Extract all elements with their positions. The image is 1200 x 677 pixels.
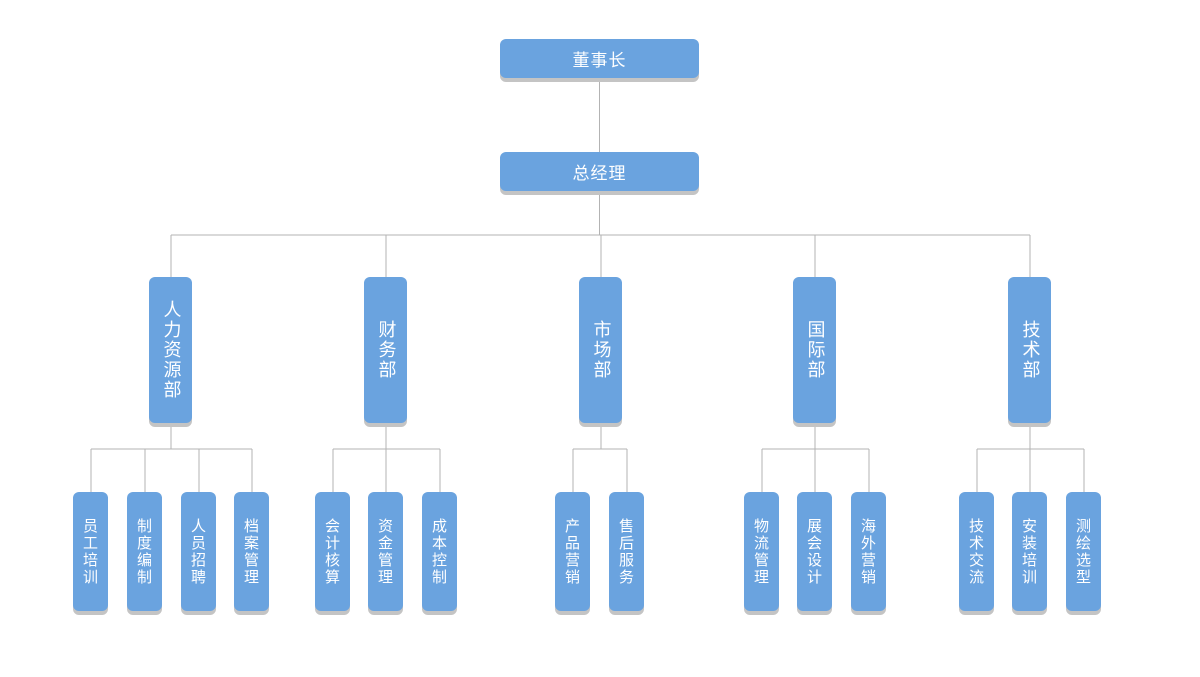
sub-unit-label: 测绘选型 [1074, 517, 1092, 586]
sub-unit-label: 人员招聘 [189, 517, 207, 586]
sub-unit-box: 成本控制 [422, 492, 457, 611]
sub-unit-label: 会计核算 [323, 517, 341, 586]
sub-unit-box: 制度编制 [127, 492, 162, 611]
sub-unit-box: 测绘选型 [1066, 492, 1101, 611]
sub-unit-box: 安装培训 [1012, 492, 1047, 611]
general-manager-box: 总经理 [500, 152, 699, 191]
sub-unit-label: 制度编制 [135, 517, 153, 586]
sub-unit-label: 产品营销 [563, 517, 581, 586]
dept-label: 人力资源部 [160, 300, 182, 400]
general-manager-label: 总经理 [572, 164, 627, 184]
sub-unit-label: 售后服务 [617, 517, 635, 586]
dept-box: 国际部 [793, 277, 836, 423]
dept-box: 人力资源部 [149, 277, 192, 423]
sub-unit-label: 员工培训 [81, 517, 99, 586]
chairman-label: 董事长 [572, 51, 627, 71]
sub-unit-box: 物流管理 [744, 492, 779, 611]
sub-unit-box: 档案管理 [234, 492, 269, 611]
sub-unit-label: 技术交流 [967, 517, 985, 586]
sub-unit-label: 安装培训 [1020, 517, 1038, 586]
sub-unit-box: 售后服务 [609, 492, 644, 611]
dept-label: 国际部 [804, 320, 826, 380]
sub-unit-label: 展会设计 [805, 517, 823, 586]
sub-unit-label: 档案管理 [242, 517, 260, 586]
dept-box: 财务部 [364, 277, 407, 423]
sub-unit-label: 成本控制 [430, 517, 448, 586]
sub-unit-box: 展会设计 [797, 492, 832, 611]
sub-unit-box: 人员招聘 [181, 492, 216, 611]
sub-unit-label: 海外营销 [859, 517, 877, 586]
dept-box: 技术部 [1008, 277, 1051, 423]
sub-unit-box: 会计核算 [315, 492, 350, 611]
chairman-box: 董事长 [500, 39, 699, 78]
sub-unit-box: 产品营销 [555, 492, 590, 611]
dept-label: 财务部 [375, 320, 397, 380]
dept-label: 市场部 [590, 320, 612, 380]
sub-unit-box: 资金管理 [368, 492, 403, 611]
sub-unit-label: 资金管理 [376, 517, 394, 586]
sub-unit-label: 物流管理 [752, 517, 770, 586]
sub-unit-box: 技术交流 [959, 492, 994, 611]
sub-unit-box: 员工培训 [73, 492, 108, 611]
dept-label: 技术部 [1019, 320, 1041, 380]
sub-unit-box: 海外营销 [851, 492, 886, 611]
dept-box: 市场部 [579, 277, 622, 423]
